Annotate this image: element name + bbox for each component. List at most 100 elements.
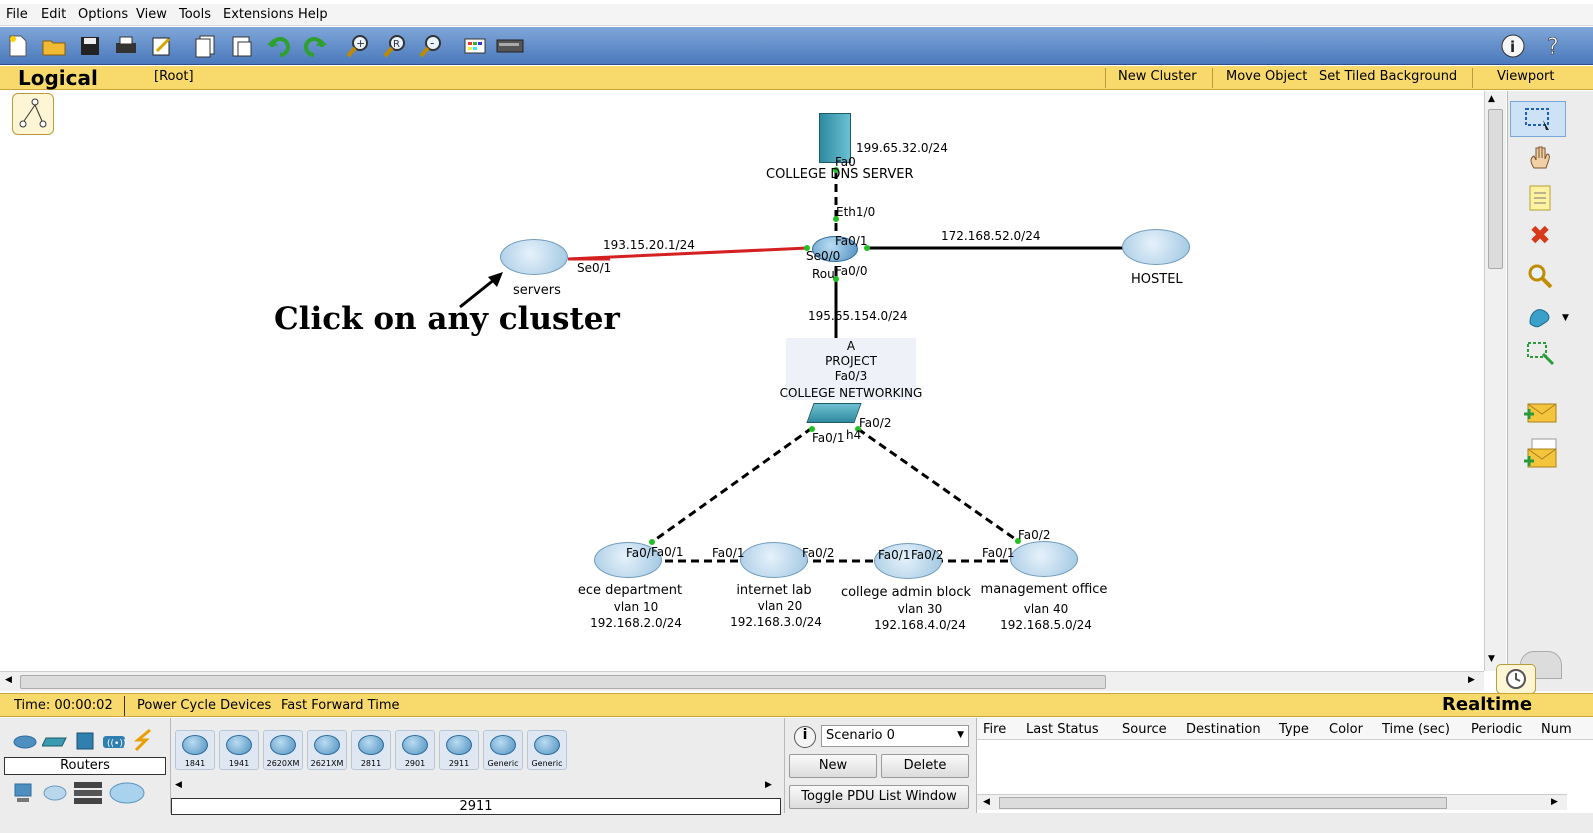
paste-icon[interactable] (227, 31, 257, 61)
scroll-left-icon[interactable]: ◀ (5, 675, 12, 685)
end-devices-category-icon[interactable] (12, 780, 38, 802)
pdu-horizontal-scrollbar[interactable]: ◀ ▶ (977, 794, 1567, 810)
wan-emulation-category-icon[interactable] (42, 782, 68, 804)
dropdown-arrow-icon[interactable]: ▼ (1562, 313, 1569, 323)
list-scroll-left-icon[interactable]: ◀ (175, 780, 182, 790)
redo-icon[interactable] (300, 31, 330, 61)
realtime-clock-icon[interactable] (1496, 664, 1536, 694)
scroll-right-icon[interactable]: ▶ (1468, 675, 1475, 685)
open-folder-icon[interactable] (39, 31, 69, 61)
scroll-up-icon[interactable]: ▲ (1488, 94, 1495, 104)
connections-category-icon[interactable] (130, 728, 156, 752)
activity-wizard-icon[interactable] (147, 31, 177, 61)
router-2621xm-button[interactable]: 2621XM (307, 730, 347, 770)
router-1841-button[interactable]: 1841 (175, 730, 215, 770)
router-2901-button[interactable]: 2901 (395, 730, 435, 770)
menu-file[interactable]: File (6, 7, 28, 22)
column-color[interactable]: Color (1329, 722, 1363, 737)
scroll-right-icon[interactable]: ▶ (1551, 797, 1558, 807)
new-scenario-button[interactable]: New (789, 754, 877, 778)
project-note[interactable]: A PROJECT Fa0/3 (786, 338, 916, 400)
scenario-select[interactable]: Scenario 0 ▼ (821, 725, 969, 747)
power-cycle-button[interactable]: Power Cycle Devices (137, 698, 272, 713)
column-source[interactable]: Source (1122, 722, 1167, 737)
info-icon[interactable]: i (1498, 31, 1528, 61)
save-icon[interactable] (75, 31, 105, 61)
undo-icon[interactable] (264, 31, 294, 61)
note-tool-icon[interactable] (1521, 181, 1559, 215)
lab-cluster-icon[interactable] (740, 542, 808, 578)
set-tiled-background-button[interactable]: Set Tiled Background (1319, 69, 1458, 84)
routers-category-icon[interactable] (12, 730, 38, 752)
logical-workspace[interactable]: 199.65.32.0/24 Fa0 COLLEGE DNS SERVER Et… (0, 91, 1507, 671)
help-icon[interactable]: ? (1540, 31, 1570, 61)
column-num[interactable]: Num (1541, 722, 1572, 737)
menu-help[interactable]: Help (298, 7, 328, 22)
router-2911-button[interactable]: 2911 (439, 730, 479, 770)
menu-extensions[interactable]: Extensions (223, 7, 294, 22)
select-tool-icon[interactable] (1510, 101, 1566, 137)
multiuser-category-icon[interactable] (108, 780, 146, 806)
realtime-mode-label[interactable]: Realtime (1442, 694, 1533, 715)
admin-cluster-icon[interactable] (874, 543, 942, 579)
column-destination[interactable]: Destination (1186, 722, 1261, 737)
root-breadcrumb[interactable]: [Root] (154, 69, 194, 84)
hand-tool-icon[interactable] (1521, 141, 1559, 175)
viewport-button[interactable]: Viewport (1497, 69, 1555, 84)
mgmt-cluster-icon[interactable] (1010, 541, 1078, 577)
cluster-nav-icon[interactable] (12, 93, 54, 135)
router-generic-button[interactable]: Generic (483, 730, 523, 770)
switch-icon[interactable] (806, 403, 862, 423)
router-generic-button[interactable]: Generic (527, 730, 567, 770)
palette-icon[interactable] (460, 31, 490, 61)
server-icon[interactable] (819, 113, 851, 163)
menu-options[interactable]: Options (78, 7, 129, 22)
scroll-down-icon[interactable]: ▼ (1488, 654, 1495, 664)
vertical-scroll-thumb[interactable] (1488, 109, 1503, 269)
scroll-left-icon[interactable]: ◀ (983, 797, 990, 807)
switches-category-icon[interactable] (41, 730, 68, 752)
resize-tool-icon[interactable] (1521, 337, 1559, 371)
custom-device-icon[interactable] (495, 31, 525, 61)
logical-tab[interactable]: Logical (18, 66, 98, 90)
hubs-category-icon[interactable] (72, 730, 98, 752)
add-complex-pdu-icon[interactable] (1521, 437, 1559, 471)
column-type[interactable]: Type (1279, 722, 1309, 737)
delete-tool-icon[interactable]: ✖ (1529, 221, 1551, 251)
router-2811-button[interactable]: 2811 (351, 730, 391, 770)
zoom-out-icon[interactable]: - (416, 31, 446, 61)
vertical-scrollbar[interactable]: ▲ ▼ (1484, 91, 1506, 671)
list-scroll-right-icon[interactable]: ▶ (765, 780, 772, 790)
add-simple-pdu-icon[interactable] (1521, 395, 1559, 429)
menu-tools[interactable]: Tools (179, 7, 212, 22)
new-cluster-button[interactable]: New Cluster (1118, 69, 1197, 84)
menu-view[interactable]: View (136, 7, 167, 22)
delete-scenario-button[interactable]: Delete (881, 754, 969, 778)
column-periodic[interactable]: Periodic (1471, 722, 1523, 737)
hostel-cluster-icon[interactable] (1122, 229, 1190, 265)
menu-edit[interactable]: Edit (41, 7, 67, 22)
horizontal-scroll-thumb[interactable] (20, 675, 1106, 689)
router-1941-button[interactable]: 1941 (219, 730, 259, 770)
pdu-scroll-thumb[interactable] (999, 797, 1447, 809)
copy-icon[interactable] (190, 31, 220, 61)
zoom-reset-icon[interactable]: R (380, 31, 410, 61)
inspect-tool-icon[interactable] (1521, 259, 1559, 293)
column-time[interactable]: Time (sec) (1382, 722, 1451, 737)
horizontal-scrollbar[interactable]: ◀ ▶ (0, 671, 1484, 691)
custom-devices-category-icon[interactable] (72, 778, 104, 806)
wireless-category-icon[interactable]: ((•)) (100, 730, 126, 752)
move-object-button[interactable]: Move Object (1226, 69, 1308, 84)
draw-shape-tool-icon[interactable] (1521, 299, 1559, 333)
servers-cluster-icon[interactable] (500, 239, 568, 275)
fast-forward-button[interactable]: Fast Forward Time (281, 698, 400, 713)
ece-cluster-icon[interactable] (594, 542, 662, 578)
column-last-status[interactable]: Last Status (1026, 722, 1099, 737)
column-fire[interactable]: Fire (983, 722, 1007, 737)
toggle-pdu-list-button[interactable]: Toggle PDU List Window (789, 785, 969, 809)
new-file-icon[interactable] (3, 31, 33, 61)
router-2620xm-button[interactable]: 2620XM (263, 730, 303, 770)
print-icon[interactable] (111, 31, 141, 61)
zoom-in-icon[interactable]: + (343, 31, 373, 61)
router-icon[interactable] (812, 236, 858, 262)
